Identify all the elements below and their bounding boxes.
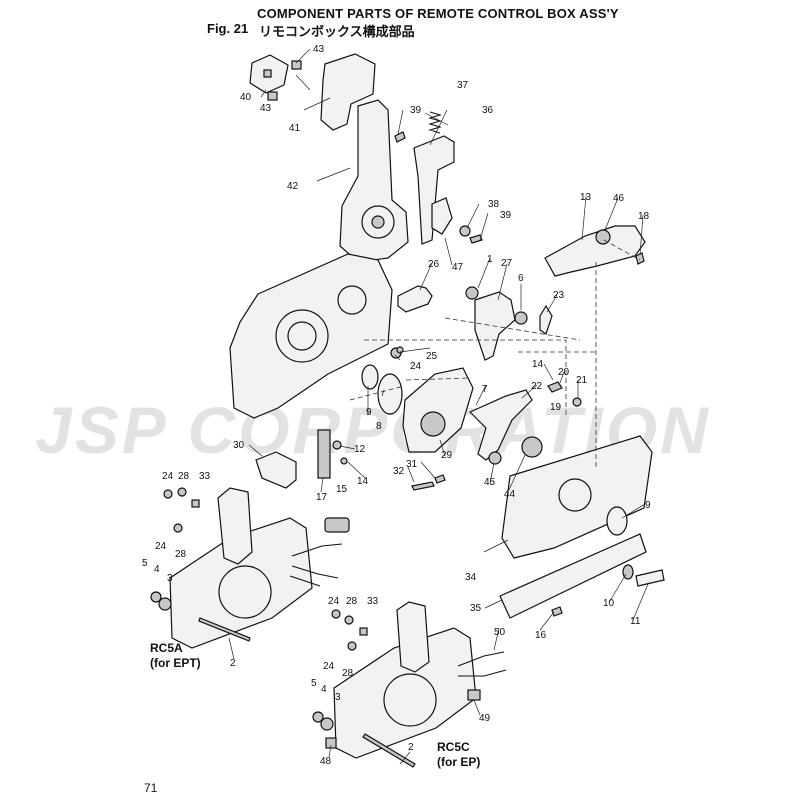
rc5a-note: (for EPT) <box>150 656 201 670</box>
callout-23: 23 <box>553 290 565 301</box>
callout-49: 49 <box>479 713 491 724</box>
callout-6: 6 <box>518 273 524 284</box>
callout-40: 40 <box>240 92 252 103</box>
callout-37: 37 <box>457 80 469 91</box>
callout-2-c: 2 <box>408 742 414 753</box>
callout-36: 36 <box>482 105 494 116</box>
figure-number: Fig. 21 <box>207 21 249 36</box>
part-cover-plate <box>499 533 647 619</box>
callout-15: 15 <box>336 484 348 495</box>
callout-24-c: 24 <box>328 596 340 607</box>
callout-28-a: 28 <box>178 471 190 482</box>
callout-28-c: 28 <box>346 596 358 607</box>
callout-24-b: 24 <box>155 541 167 552</box>
callout-7: 7 <box>482 384 488 395</box>
callout-44: 44 <box>504 489 516 500</box>
callout-33-c: 33 <box>367 596 379 607</box>
figure-title-jp: リモコンボックス構成部品 <box>259 24 415 39</box>
callout-39: 39 <box>500 210 512 221</box>
callout-2-a: 2 <box>230 658 236 669</box>
part-bracket <box>255 451 297 489</box>
callout-39-top: 39 <box>410 105 422 116</box>
callout-24-a: 24 <box>162 471 174 482</box>
callout-1: 1 <box>487 254 493 265</box>
leader-lines <box>228 48 649 765</box>
part-friction-strip <box>317 429 331 479</box>
callout-34: 34 <box>465 572 477 583</box>
callout-9-mid: 9 <box>366 407 372 418</box>
callout-26: 26 <box>428 259 440 270</box>
callout-47: 47 <box>452 262 464 273</box>
callout-28-b: 28 <box>175 549 187 560</box>
callout-8: 8 <box>376 421 382 432</box>
rc5c-box-drawing <box>312 601 507 768</box>
callout-19: 19 <box>550 402 562 413</box>
part-shaft <box>397 285 433 313</box>
callout-30: 30 <box>233 440 245 451</box>
callout-12: 12 <box>354 444 366 455</box>
callout-22: 22 <box>531 381 543 392</box>
callout-42: 42 <box>287 181 299 192</box>
callout-24-mid: 24 <box>410 361 422 372</box>
callout-50: 50 <box>494 627 506 638</box>
part-link-arm <box>413 135 455 245</box>
callout-33-a: 33 <box>199 471 211 482</box>
callout-3-a: 3 <box>167 573 173 584</box>
callout-21: 21 <box>576 375 588 386</box>
callout-9-right: 9 <box>645 500 651 511</box>
callout-43-bottom: 43 <box>260 103 272 114</box>
callout-28-d: 28 <box>342 668 354 679</box>
callout-14: 14 <box>357 476 369 487</box>
callout-38: 38 <box>488 199 500 210</box>
callout-43-top: 43 <box>313 44 325 55</box>
rc5a-box-drawing <box>150 487 350 649</box>
callout-5-a: 5 <box>142 558 148 569</box>
callout-11: 11 <box>630 616 641 627</box>
callout-41: 41 <box>289 123 301 134</box>
page-number: 71 <box>144 781 158 795</box>
callout-24-d: 24 <box>323 661 335 672</box>
callout-18: 18 <box>638 211 650 222</box>
callout-25: 25 <box>426 351 438 362</box>
callout-labels: 43 40 43 41 37 39 36 42 38 39 13 46 18 2… <box>142 44 651 767</box>
callout-31: 31 <box>406 459 418 470</box>
callout-32: 32 <box>393 466 405 477</box>
rc5a-label: RC5A <box>150 641 183 655</box>
callout-4-a: 4 <box>154 564 160 575</box>
callout-46: 46 <box>613 193 625 204</box>
part-gear-plate <box>402 367 474 453</box>
rc5c-note: (for EP) <box>437 755 481 769</box>
callout-20: 20 <box>558 367 570 378</box>
callout-29: 29 <box>441 450 453 461</box>
callout-27: 27 <box>501 258 513 269</box>
rc5c-label: RC5C <box>437 740 470 754</box>
part-clip-group <box>249 54 302 101</box>
callout-4-c: 4 <box>321 684 327 695</box>
callout-10: 10 <box>603 598 615 609</box>
callout-16: 16 <box>535 630 547 641</box>
callout-3-c: 3 <box>335 692 341 703</box>
callout-45: 45 <box>484 477 496 488</box>
part-lever-cap <box>320 53 376 131</box>
callout-14-mid: 14 <box>532 359 544 370</box>
part-throttle-plate <box>544 225 646 277</box>
callout-17: 17 <box>316 492 328 503</box>
callout-5-c: 5 <box>311 678 317 689</box>
callout-35: 35 <box>470 603 482 614</box>
callout-48: 48 <box>320 756 332 767</box>
page-title: COMPONENT PARTS OF REMOTE CONTROL BOX AS… <box>257 6 619 21</box>
callout-13: 13 <box>580 192 592 203</box>
